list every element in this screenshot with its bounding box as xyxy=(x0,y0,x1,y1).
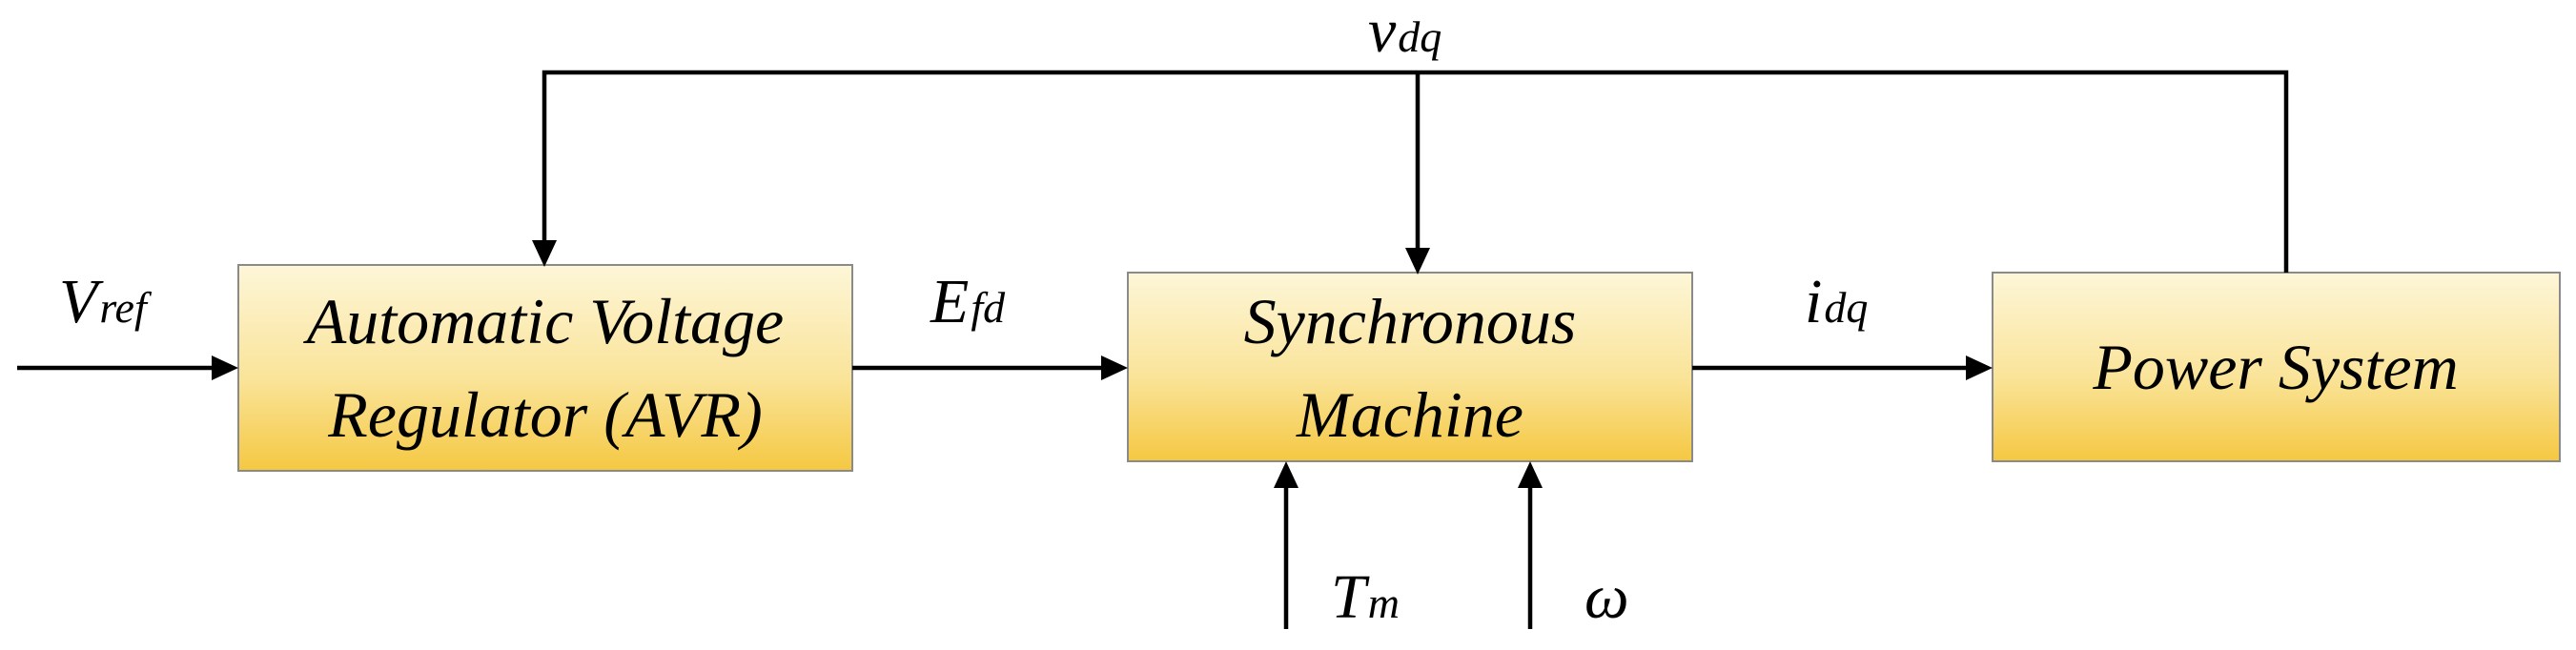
machine-label-line1: Synchronous xyxy=(1244,285,1577,357)
vref-arrowhead xyxy=(212,355,238,380)
power-system-block xyxy=(1992,272,2561,462)
synchronous-machine-block xyxy=(1127,272,1693,462)
vdq-avr-arrowhead xyxy=(532,240,557,267)
machine-label-line2: Machine xyxy=(1296,378,1523,451)
idq-arrowhead xyxy=(1966,355,1993,380)
vdq-machine-arrowhead xyxy=(1405,248,1430,274)
efd-label: Efd xyxy=(930,267,1006,336)
avr-label-line2: Regulator (AVR) xyxy=(327,378,762,451)
idq-label: idq xyxy=(1805,267,1868,336)
tm-arrowhead xyxy=(1274,461,1298,488)
tm-label: Tm xyxy=(1331,562,1400,632)
omega-label: ω xyxy=(1584,562,1629,632)
avr-block xyxy=(237,264,853,472)
vdq-feedback-line xyxy=(542,70,2289,273)
efd-arrowhead xyxy=(1101,355,1128,380)
power-system-label: Power System xyxy=(2092,331,2458,403)
avr-label-line1: Automatic Voltage xyxy=(303,285,784,357)
omega-arrowhead xyxy=(1518,461,1543,488)
vref-label: Vref xyxy=(59,267,153,336)
vdq-label: vdq xyxy=(1368,0,1441,66)
